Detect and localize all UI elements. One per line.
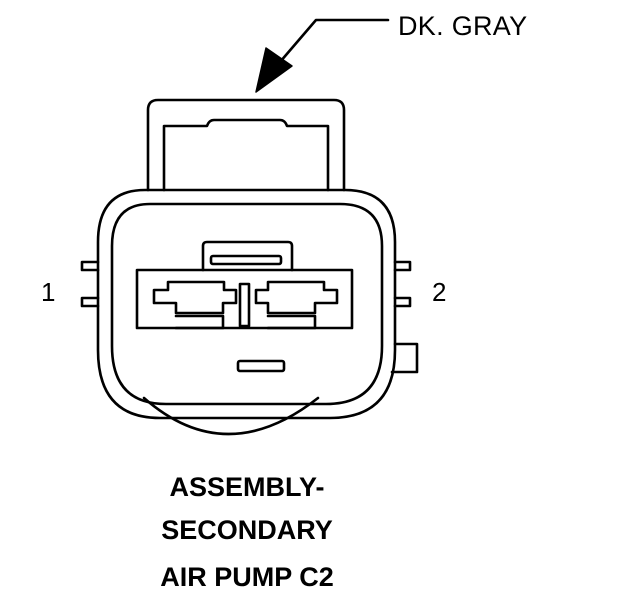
caption-line-3: AIR PUMP C2 <box>160 562 334 592</box>
locking-tab <box>146 98 346 192</box>
terminal-cavity <box>135 268 354 330</box>
arrowhead-icon <box>255 47 293 93</box>
left-ribs <box>80 260 100 308</box>
leader-arrow <box>255 18 390 93</box>
pin-2-label: 2 <box>432 277 447 307</box>
wire-color-label: DK. GRAY <box>398 11 528 41</box>
connector-boot <box>142 396 320 436</box>
leader-line <box>278 18 390 64</box>
terminal-1 <box>152 280 238 330</box>
center-divider <box>238 282 251 328</box>
right-ribs <box>390 260 419 374</box>
connector-inner-wall <box>110 202 384 406</box>
caption-line-1: ASSEMBLY- <box>169 472 325 502</box>
terminal-2 <box>254 280 339 330</box>
bottom-slot <box>236 359 286 373</box>
caption-line-2: SECONDARY <box>161 515 333 545</box>
center-latch <box>201 240 294 272</box>
pin-1-label: 1 <box>41 277 56 307</box>
connector-housing <box>96 188 397 420</box>
